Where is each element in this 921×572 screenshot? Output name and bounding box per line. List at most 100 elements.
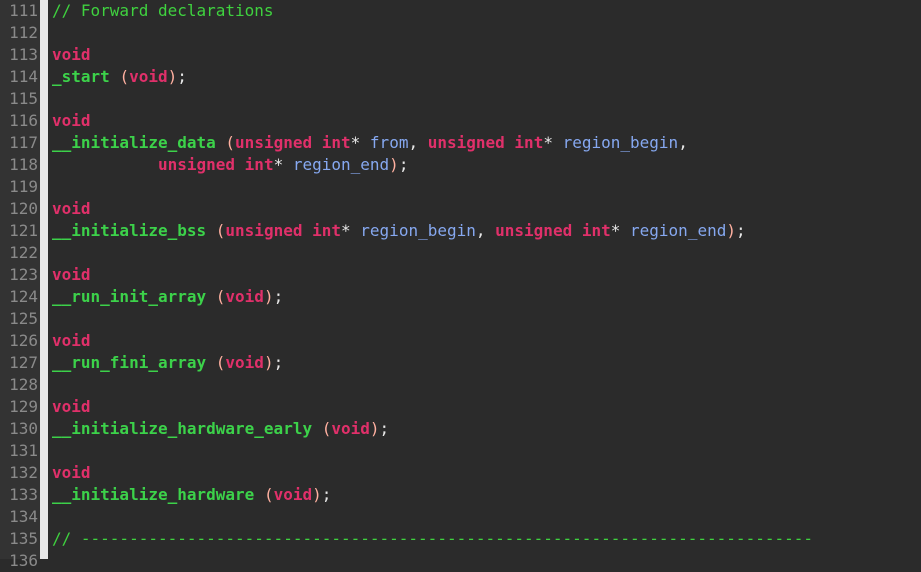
line-number: 114 <box>9 67 38 86</box>
code-line[interactable]: ​ <box>52 242 921 264</box>
code-token-kw: int <box>244 155 274 174</box>
code-token-param: from <box>369 133 409 152</box>
code-token-punc <box>254 485 264 504</box>
code-line[interactable]: void <box>52 264 921 286</box>
line-number: 116 <box>9 111 38 130</box>
code-token-fn: __initialize_hardware <box>52 485 255 504</box>
code-line[interactable]: unsigned int* region_end); <box>52 154 921 176</box>
code-token-punc <box>216 133 226 152</box>
code-line[interactable]: void <box>52 396 921 418</box>
code-line[interactable]: __run_fini_array (void); <box>52 352 921 374</box>
code-token-kw: void <box>52 463 91 482</box>
line-number: 115 <box>9 89 38 108</box>
code-line[interactable]: __initialize_data (unsigned int* from, u… <box>52 132 921 154</box>
code-token-op: * <box>350 133 370 152</box>
line-number: 112 <box>9 23 38 42</box>
code-line[interactable]: void <box>52 110 921 132</box>
code-line[interactable]: __initialize_hardware (void); <box>52 484 921 506</box>
code-token-paren: ( <box>215 353 226 372</box>
code-token-kw: unsigned <box>427 133 505 152</box>
code-token-punc <box>206 221 216 240</box>
line-number: 119 <box>9 177 38 196</box>
line-number: 111 <box>9 1 38 20</box>
code-token-op: * <box>273 155 293 174</box>
code-line[interactable]: ​ <box>52 374 921 396</box>
code-token-fn: __run_init_array <box>52 287 207 306</box>
code-line[interactable]: _start (void); <box>52 66 921 88</box>
code-token-op: * <box>543 133 563 152</box>
code-token-kw: unsigned <box>157 155 236 174</box>
line-number: 134 <box>9 507 38 526</box>
code-token-punc <box>52 155 158 174</box>
code-token-kw: unsigned <box>235 133 313 152</box>
code-line[interactable]: // Forward declarations <box>52 0 921 22</box>
code-token-kw: unsigned <box>495 221 573 240</box>
line-number: 126 <box>9 331 38 350</box>
code-line[interactable]: ​ <box>52 22 921 44</box>
code-token-kw: void <box>225 287 264 306</box>
code-line[interactable]: void <box>52 198 921 220</box>
code-line[interactable]: ​ <box>52 506 921 528</box>
code-line[interactable]: ​ <box>52 440 921 462</box>
code-token-kw: void <box>331 419 370 438</box>
code-token-paren: ( <box>321 419 332 438</box>
code-token-kw: void <box>129 67 168 86</box>
code-token-paren: ( <box>215 287 226 306</box>
line-number: 125 <box>9 309 38 328</box>
line-number: 121 <box>9 221 38 240</box>
code-line[interactable]: __initialize_hardware_early (void); <box>52 418 921 440</box>
code-token-paren: ( <box>263 485 274 504</box>
code-token-kw: void <box>52 331 91 350</box>
code-line[interactable]: ​ <box>52 308 921 330</box>
code-line[interactable] <box>52 550 921 572</box>
code-line[interactable]: __run_init_array (void); <box>52 286 921 308</box>
code-token-kw: void <box>52 199 91 218</box>
code-token-paren: ) <box>167 67 178 86</box>
code-token-punc: , <box>678 133 688 152</box>
code-token-paren: ( <box>119 67 130 86</box>
code-token-punc <box>312 133 322 152</box>
line-number: 124 <box>9 287 38 306</box>
code-token-kw: int <box>312 221 342 240</box>
line-number: 129 <box>9 397 38 416</box>
code-line[interactable]: ​ <box>52 176 921 198</box>
code-token-punc: ; <box>735 221 746 240</box>
code-token-paren: ( <box>215 221 226 240</box>
code-token-punc <box>206 287 216 306</box>
code-line[interactable]: void <box>52 462 921 484</box>
code-token-kw: int <box>321 133 351 152</box>
code-token-fn: __initialize_bss <box>52 221 207 240</box>
code-area[interactable]: // Forward declarations​void_start (void… <box>48 0 921 559</box>
code-token-paren: ) <box>369 419 380 438</box>
code-line[interactable]: void <box>52 330 921 352</box>
code-line[interactable]: ​ <box>52 88 921 110</box>
code-line[interactable]: void <box>52 44 921 66</box>
code-token-punc <box>572 221 582 240</box>
code-token-param: region_begin <box>562 133 679 152</box>
code-token-kw: void <box>273 485 313 504</box>
line-number: 131 <box>9 441 38 460</box>
line-number: 118 <box>9 155 38 174</box>
code-token-kw: void <box>52 265 91 284</box>
code-token-op: * <box>341 221 361 240</box>
line-number: 127 <box>9 353 38 372</box>
code-token-punc: ; <box>273 287 284 306</box>
code-token-paren: ) <box>312 485 322 504</box>
code-token-kw: void <box>52 111 91 130</box>
code-token-fn: __initialize_data <box>52 133 216 152</box>
code-token-kw: void <box>52 397 91 416</box>
line-number: 113 <box>9 45 38 64</box>
code-token-paren: ) <box>263 353 274 372</box>
code-line[interactable]: __initialize_bss ( unsigned int* region_b… <box>52 220 921 242</box>
code-token-param: region_begin <box>360 221 476 240</box>
code-token-fn: __run_fini_array <box>52 353 207 372</box>
code-token-punc: ; <box>273 353 284 372</box>
code-line[interactable]: // -------------------------------------… <box>52 528 921 550</box>
code-token-punc <box>110 67 120 86</box>
code-token-fn: __initialize_hardware_early <box>52 419 313 438</box>
code-token-paren: ) <box>389 155 399 174</box>
code-token-punc <box>235 155 245 174</box>
line-number: 122 <box>9 243 38 262</box>
code-token-punc: , <box>408 133 428 152</box>
